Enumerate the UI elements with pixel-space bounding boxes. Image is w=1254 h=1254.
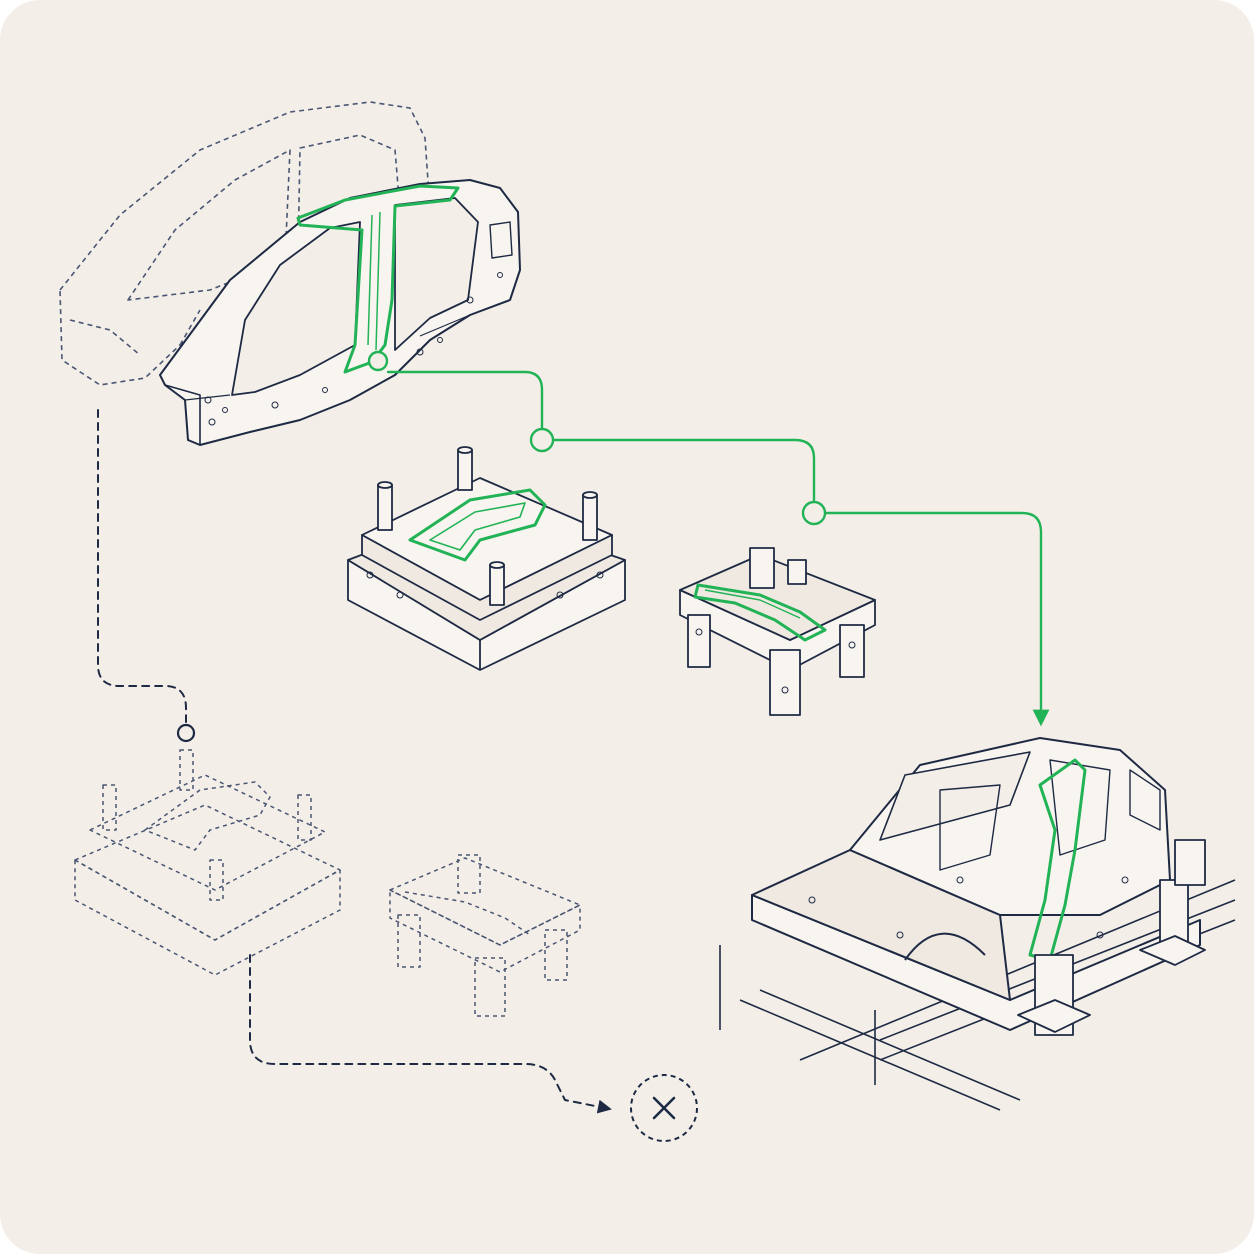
installed-b-pillar-highlight [1028,758,1087,962]
rejected-end [630,1074,698,1142]
stamping-die-ghost [74,749,341,976]
welded-part-highlight [693,583,827,642]
node-welding-fixture [801,500,827,526]
active-flow-nodes [367,350,827,526]
stamped-part-highlight [408,488,547,562]
edge-ghost-panel-to-ghost-die [97,409,187,723]
side-panel [159,179,521,446]
edge-fixture-to-body [824,511,1050,727]
node-stamping-die [529,427,555,453]
edge-side-panel-to-die [386,370,544,430]
node-ghost-die [176,723,196,743]
b-pillar-highlight [296,184,460,374]
side-panel-ghost [59,101,431,386]
body-in-white [719,737,1236,1111]
x-circle-icon [652,1096,676,1120]
edge-ghost-die-to-reject [249,954,612,1114]
discarded-flow-connectors [97,409,612,1114]
edge-die-to-fixture [552,438,816,502]
node-side-panel [367,350,389,372]
welding-fixture-ghost [389,854,581,1017]
welding-fixture [679,547,876,716]
active-flow-connectors [386,370,1050,727]
stamping-die [347,446,626,671]
